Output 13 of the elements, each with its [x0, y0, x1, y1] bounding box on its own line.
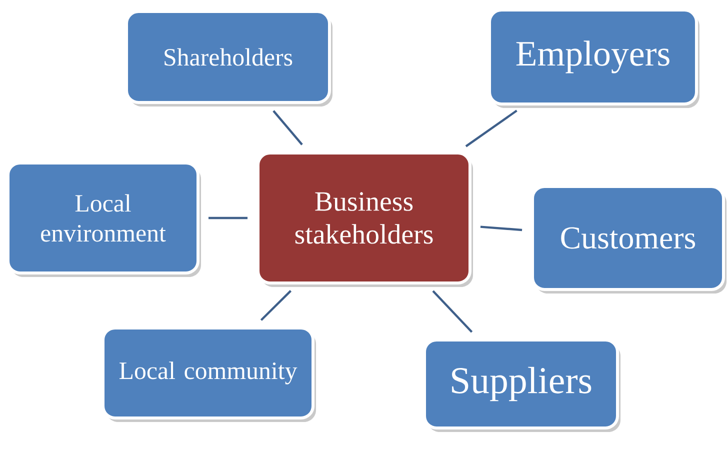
center-box: Business stakeholders	[256, 151, 473, 287]
connector-line	[272, 110, 303, 146]
stakeholder-box: Shareholders	[125, 10, 332, 106]
stakeholder-box: Local community	[102, 326, 316, 422]
stakeholder-box: Suppliers	[423, 338, 620, 432]
stakeholder-box: Local environment	[6, 161, 201, 277]
stakeholder-box: Customers	[531, 184, 726, 294]
connector-line	[208, 216, 248, 220]
connector-line	[432, 290, 473, 333]
connector-line	[480, 226, 522, 232]
stakeholder-box: Employers	[488, 8, 700, 108]
connector-line	[260, 290, 292, 321]
connector-line	[465, 110, 518, 148]
